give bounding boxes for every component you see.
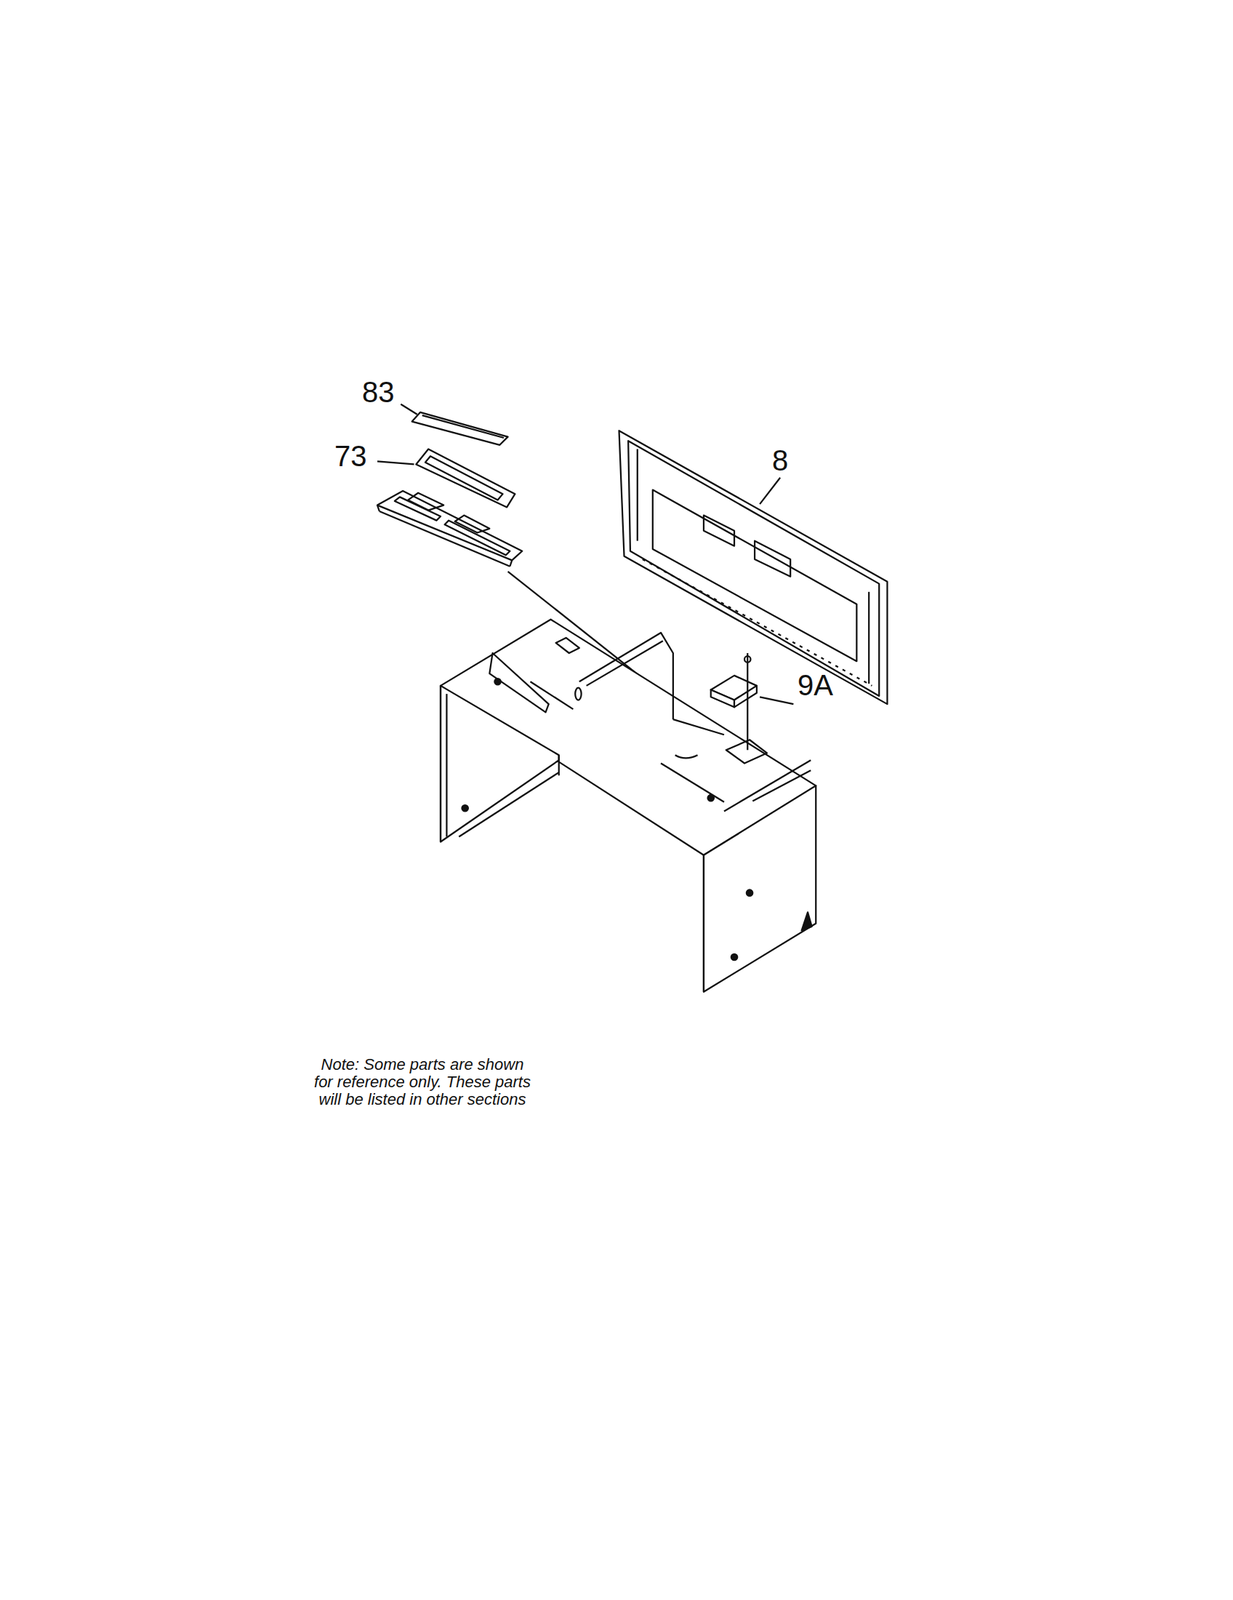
callout-number: 8 (772, 445, 789, 475)
plate-83 (400, 404, 508, 445)
callout-number: 83 (362, 377, 395, 407)
cabinet (440, 619, 816, 992)
callout-number: 9A (797, 670, 834, 700)
part-9A (711, 652, 794, 750)
note-text: Note: Some parts are shown for reference… (313, 1055, 532, 1108)
back-panel-8 (619, 430, 888, 704)
callout-number: 73 (334, 441, 368, 471)
